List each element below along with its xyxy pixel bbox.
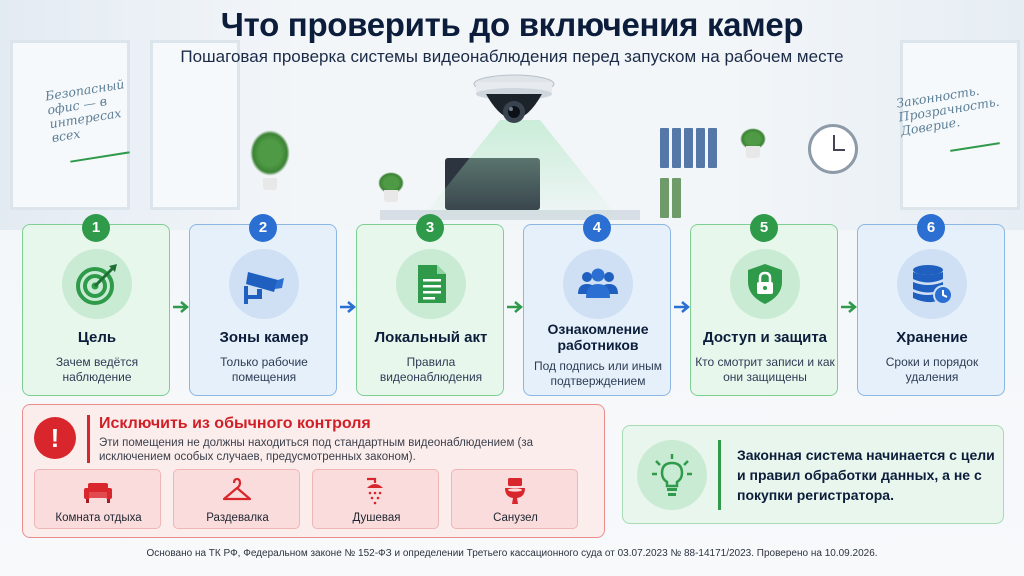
step-description: Зачем ведётся наблюдение [55, 355, 139, 384]
step-card-local-act: 3 Локальный акт Правила видеонаблюдения [356, 214, 504, 396]
room-rest: Комната отдыха [34, 469, 161, 529]
lightbulb-icon [652, 454, 692, 496]
page-title: Что проверить до включения камер [220, 6, 804, 43]
steps-row: 1 Цель Зачем ведётся наблюдение 2 Зо [22, 214, 1005, 396]
dome-camera-icon [473, 74, 555, 123]
step-title: Хранение [896, 329, 968, 346]
step-number: 1 [82, 214, 110, 242]
step-number: 6 [917, 214, 945, 242]
background-window [10, 40, 130, 210]
step-card-storage: 6 Хранение Сроки и порядок удаления [857, 214, 1005, 396]
step-card-zones: 2 Зоны камер Только рабочие помещения [189, 214, 337, 396]
step-number: 2 [249, 214, 277, 242]
legal-panel: Законная система начинается с цели и пра… [622, 425, 1004, 524]
step-card-goal: 1 Цель Зачем ведётся наблюдение [22, 214, 170, 396]
room-label: Раздевалка [206, 512, 269, 524]
step-title: Локальный акт [374, 329, 488, 346]
warning-icon: ! [34, 417, 76, 459]
exclusion-description: Эти помещения не должны находиться под с… [99, 437, 534, 463]
step-description: Правила видеонаблюдения [379, 355, 483, 384]
arrow-right-icon [173, 301, 189, 313]
target-icon [76, 264, 117, 305]
step-number: 4 [583, 214, 611, 242]
toilet-icon [505, 478, 525, 504]
step-title: Цель [77, 329, 117, 346]
plant-icon [740, 128, 766, 158]
step-number: 3 [416, 214, 444, 242]
step-title: Доступ и защита [702, 329, 828, 346]
divider [718, 440, 721, 510]
sofa-icon [84, 483, 112, 503]
arrow-right-icon [674, 301, 690, 313]
plant-icon [250, 130, 290, 190]
shield-lock-icon [748, 264, 782, 304]
background-window [150, 40, 240, 210]
background-window [900, 40, 1020, 210]
background-shelf [660, 118, 780, 218]
arrow-right-icon [340, 301, 356, 313]
step-description: Только рабочие помещения [220, 355, 308, 384]
step-card-access: 5 Доступ и защита Кто смотрит записи и к… [690, 214, 838, 396]
footer-source: Основано на ТК РФ, Федеральном законе № … [146, 548, 878, 559]
step-title: Зоны камер [219, 329, 309, 346]
step-description: Кто смотрит записи и как они защищены [695, 355, 835, 384]
cctv-camera-icon [244, 272, 284, 304]
wall-clock-icon [808, 124, 858, 174]
divider [87, 415, 90, 463]
plant-icon [378, 172, 404, 202]
step-card-acquaintance: 4 Ознакомление работников Под подпись ил… [523, 214, 671, 396]
arrow-right-icon [507, 301, 523, 313]
room-label: Санузел [493, 512, 538, 524]
exclusion-title: Исключить из обычного контроля [99, 415, 371, 432]
room-shower: Душевая [312, 469, 439, 529]
room-label: Душевая [352, 512, 401, 524]
exclusion-panel: ! Исключить из обычного контроля Эти пом… [22, 404, 605, 538]
people-icon [578, 268, 618, 298]
step-number: 5 [750, 214, 778, 242]
step-title: Ознакомление работников [547, 321, 649, 353]
room-label: Комната отдыха [55, 512, 142, 524]
document-icon [418, 265, 446, 303]
step-description: Под подпись или иным подтверждением [533, 359, 662, 388]
arrow-right-icon [841, 301, 857, 313]
shower-icon [367, 477, 383, 505]
room-toilet: Санузел [451, 469, 578, 529]
room-changing: Раздевалка [173, 469, 300, 529]
database-clock-icon [913, 265, 953, 305]
page-subtitle: Пошаговая проверка системы видеонаблюден… [180, 47, 844, 66]
hanger-icon [222, 477, 252, 501]
legal-statement: Законная система начинается с цели и пра… [737, 447, 995, 503]
step-description: Сроки и порядок удаления [885, 355, 979, 384]
